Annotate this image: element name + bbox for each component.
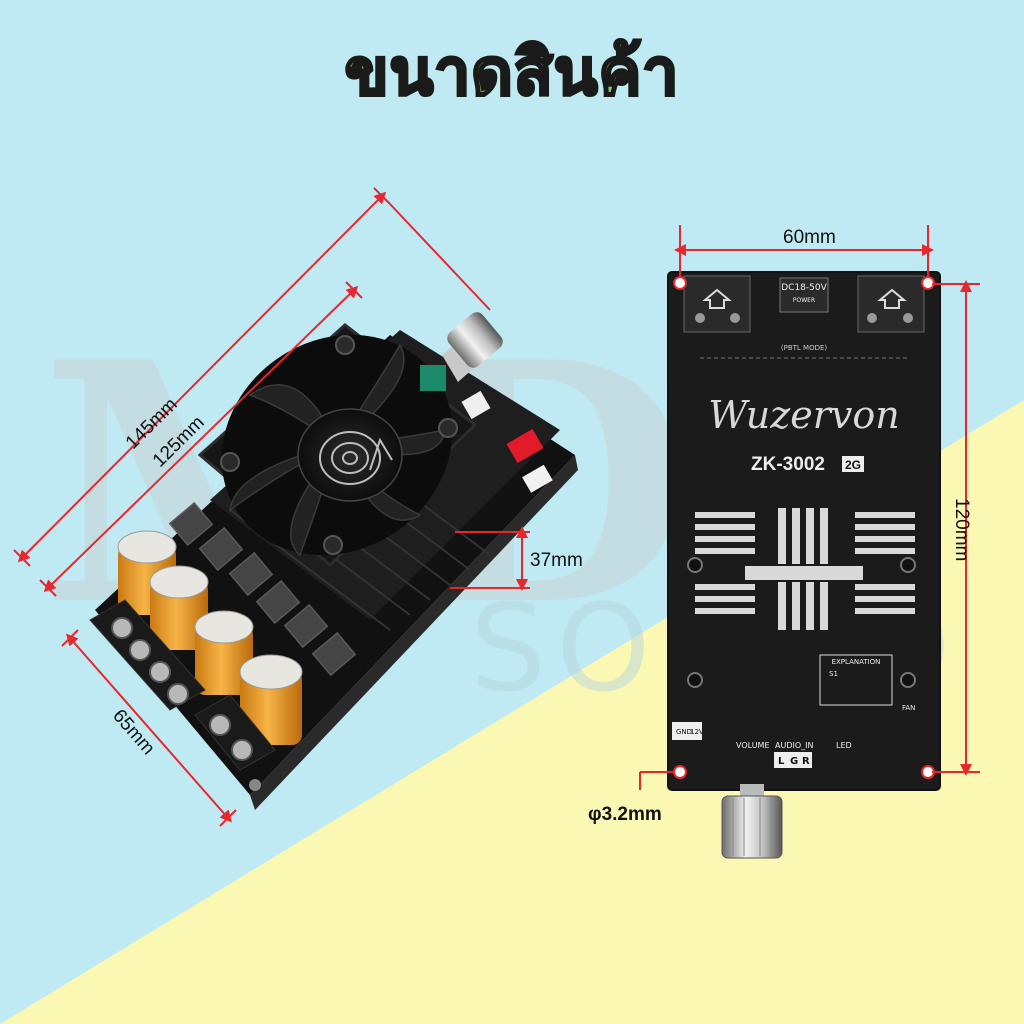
audio-in-label: AUDIO_IN [775,741,814,750]
r-label: R [802,756,810,767]
v12-label: 12V [690,728,704,736]
explanation-label: EXPLANATION [832,658,881,666]
board-model: ZK-3002 [751,454,825,475]
dimension-lines-left [13,187,530,827]
g-label: G [790,756,798,767]
vent-pattern [695,508,915,630]
volume-label: VOLUME [736,741,770,750]
led-label: LED [836,741,852,750]
fan-label: FAN [902,704,915,712]
s1-label: S1 [829,670,838,678]
dim-back-length: 120mm [951,498,972,561]
gnd-label: GND [676,728,692,736]
mode-label: (PBTL MODE) [781,344,828,352]
power-sub-label: POWER [793,297,815,304]
dimension-lines-right [639,225,980,790]
board-brand: Wuzervon [708,393,899,437]
dim-hole: φ3.2mm [588,804,662,825]
l-label: L [778,756,785,767]
amplifier-board-top: DC18-50V POWER (PBTL MODE) Wuzervon ZK-3… [667,271,941,859]
volume-knob-iso [442,312,503,382]
volume-knob-top [721,784,783,859]
dim-back-width: 60mm [783,227,836,248]
page-title: ขนาดสินค้า [0,28,1024,118]
power-label: DC18-50V [781,283,827,293]
dim-height: 37mm [530,550,583,571]
board-revision: 2G [845,458,861,472]
